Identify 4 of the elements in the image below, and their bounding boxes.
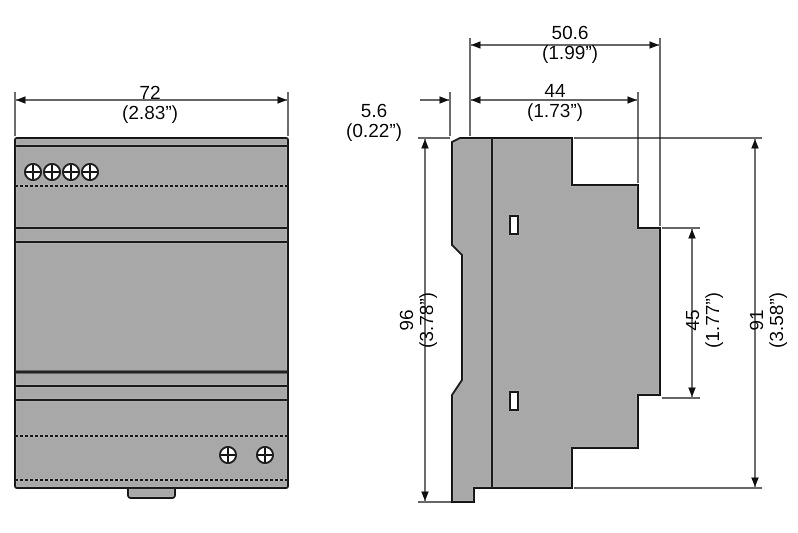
dimension-label: 72 (2.83”)	[121, 84, 179, 124]
dimension-label: 5.6 (0.22”)	[345, 102, 403, 142]
dimension-label: 50.6 (1.99”)	[541, 24, 599, 64]
dimension-label: 44 (1.73”)	[526, 82, 584, 122]
